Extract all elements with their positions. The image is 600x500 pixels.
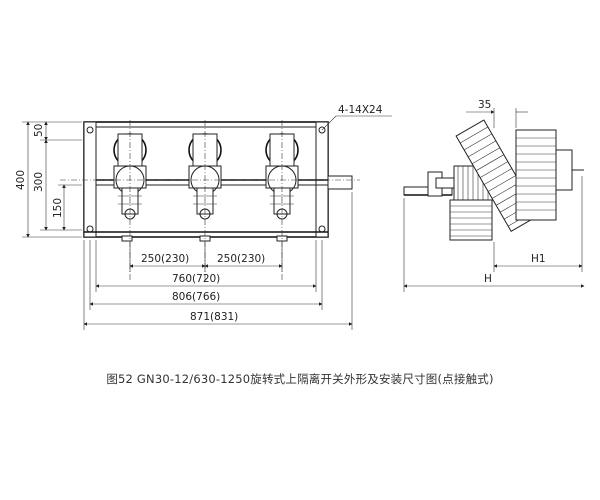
- side-mounting-plate: [403, 171, 459, 197]
- dim-h1: H1: [493, 176, 583, 272]
- side-view: 35 H1 H: [403, 99, 585, 292]
- dim-h1-label: H1: [531, 253, 546, 265]
- dim-h: H: [403, 198, 585, 292]
- dim-pitch-right: 250(230): [217, 253, 265, 265]
- mounting-holes: [86, 126, 326, 233]
- dim-35: 35: [478, 99, 491, 111]
- dim-806: 806(766): [172, 291, 220, 303]
- dim-871: 871(831): [190, 311, 238, 323]
- dim-h-label: H: [484, 273, 492, 285]
- dim-760: 760(720): [172, 273, 220, 285]
- figure-caption: 图52 GN30-12/630-1250旋转式上隔离开关外形及安装尺寸图(点接触…: [106, 372, 494, 386]
- dim-150: 150: [52, 198, 64, 218]
- bottom-insulator: [449, 199, 493, 241]
- upper-insulator: [515, 129, 584, 221]
- horizontal-dimensions: 250(230) 250(230) 760(720) 806(766) 871(…: [83, 192, 353, 330]
- dim-50: 50: [33, 124, 45, 137]
- dim-pitch-left: 250(230): [141, 253, 189, 265]
- hole-note-label: 4-14X24: [338, 104, 383, 116]
- dim-400: 400: [15, 170, 27, 190]
- vertical-dimensions: 400 300 50 150: [15, 121, 82, 238]
- dim-300: 300: [33, 172, 45, 192]
- dim-offset: 35: [466, 99, 528, 128]
- front-view: 4-14X24 400 300 50 150: [15, 104, 392, 330]
- hole-note: 4-14X24: [321, 104, 392, 131]
